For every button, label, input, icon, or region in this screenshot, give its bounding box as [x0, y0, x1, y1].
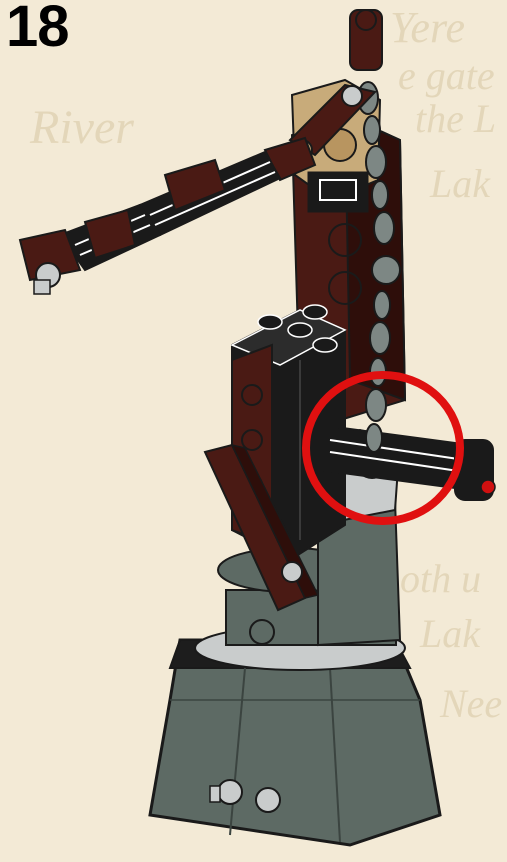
long-arm [20, 138, 315, 294]
